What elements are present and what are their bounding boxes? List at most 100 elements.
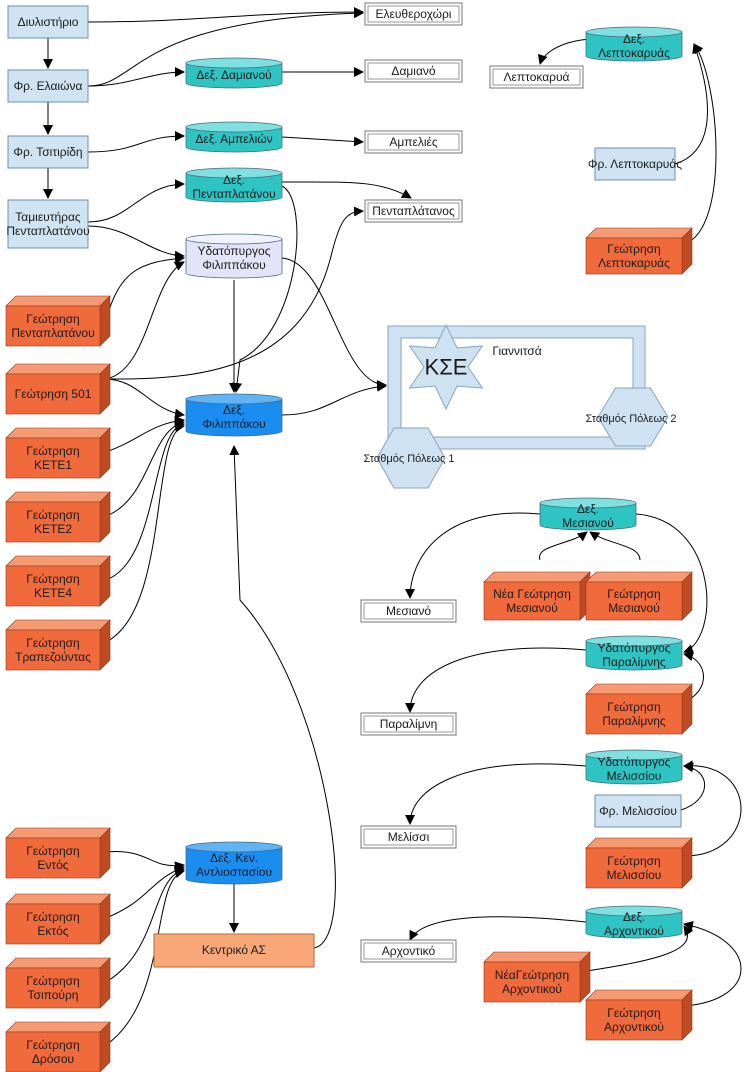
tank-mesianou-label: Μεσιανού [562,516,614,530]
source-elaiona-label: Φρ. Ελαιώνα [14,79,83,93]
dest-paralimni: Παραλίμνη [360,712,457,736]
dest-eleutherochori-label: Ελευθεροχώρι [376,7,452,21]
flow-arrow-44 [579,925,694,973]
flow-arrow-27 [105,867,185,983]
station-1-hexagon-icon [376,427,446,489]
dest-damiano: Δαμιανό [364,59,463,83]
flow-arrow-8 [87,131,185,153]
tower-paralimnis-label: Παραλίμνης [602,655,666,669]
source-tamieutiras-label: Ταμιευτήρας [15,210,81,224]
station-2-label: Σταθμός Πόλεως 2 [585,413,676,425]
source-melissi-fr: Φρ. Μελισσίου [594,794,682,828]
tank-pentaplatanou-label: Πενταπλατάνου [192,187,275,201]
tank-leptokaryas: Δεξ.Λεπτοκαρυάς [585,26,683,62]
source-tsitiridi-label: Φρ. Τσιτιρίδη [13,145,82,159]
tank-damianou-label: Δεξ. Δαμιανού [196,68,271,82]
well-pentaplatanou-label: Πενταπλατάνου [11,326,94,340]
flow-arrow-36 [589,531,641,561]
flow-arrow-32 [674,43,709,165]
flow-arrow-26 [105,865,185,919]
well-tsipouri-label: Γεώτρηση [26,974,79,988]
dest-eleutherochori: Ελευθεροχώρι [364,2,463,26]
tank-archontikou: Δεξ.Αρχοντικού [585,905,683,939]
flow-arrow-15 [281,257,387,390]
flow-arrow-21 [105,416,185,453]
flow-arrow-35 [539,531,588,561]
well-kete4-label: Γεώτρηση [26,572,79,586]
dest-paralimni-label: Παραλίμνη [380,717,438,731]
flow-arrow-19 [105,206,364,380]
tank-pentaplatanou-label: Δεξ. [223,173,245,187]
tower-melissiou-label: Μελισσίου [607,769,662,783]
well-kete1-label: ΚΕΤΕ1 [34,458,72,472]
well-paralimnis-label: Παραλίμνης [602,714,666,728]
flow-arrow-33 [683,43,717,245]
source-melissi-fr-label: Φρ. Μελισσίου [599,804,677,818]
well-kete1-label: Γεώτρηση [26,444,79,458]
source-elaiona: Φρ. Ελαιώνα [7,69,89,103]
flow-arrow-4 [87,7,364,23]
tower-melissiou-label: Υδατόπυργος [598,755,671,769]
source-lept-fr: Φρ. Λεπτοκαρυάς [588,147,682,181]
tank-mesianou: Δεξ.Μεσιανού [539,497,637,531]
flow-arrow-34 [405,512,541,599]
tank-antl: Δεξ. Κεν.Αντλιοστασίου [185,841,283,885]
well-kete4-label: ΚΕΤΕ4 [34,586,72,600]
dest-mesiano: Μεσιανό [360,599,457,623]
kse-label: ΚΣΕ [425,355,468,380]
well-kete2-label: Γεώτρηση [26,508,79,522]
tank-damianou: Δεξ. Δαμιανού [185,57,283,89]
well-mesianou-label: Μεσιανού [608,601,660,615]
tank-antl-label: Αντλιοστασίου [196,865,272,879]
tank-filippakou: Δεξ.Φιλιππάκου [185,393,283,437]
flow-arrow-30 [229,445,336,949]
well-501-label: Γεώτρηση 501 [15,387,92,401]
dest-damiano-label: Δαμιανό [391,64,435,78]
well-kete2-label: ΚΕΤΕ2 [34,522,72,536]
well-nea-archontikou-label: ΝέαΓεώτρηση [495,968,569,982]
tank-leptokaryas-label: Λεπτοκαρυάς [598,46,670,60]
flow-arrow-43 [409,916,587,941]
well-leptokaryas-label: Λεπτοκαρυάς [598,256,670,270]
flow-arrow-11 [281,181,412,199]
well-nea-mesianou-label: Νέα Γεώτρηση [493,587,571,601]
flow-arrow-9 [281,136,364,147]
flow-arrow-23 [105,420,185,581]
flow-arrow-40 [405,763,587,825]
dest-archontiko: Αρχοντικό [360,939,457,963]
flow-arrow-41 [680,762,706,811]
dest-melissi-label: Μελίσσι [388,830,430,844]
dest-ampelies: Αμπελιές [364,130,463,154]
central-pump-label: Κεντρικό ΑΣ [202,943,266,957]
well-ektos-label: Εκτός [37,924,68,938]
dest-leptokarya-label: Λεπτοκαρυά [503,70,569,84]
well-archontikou-label: Γεώτρηση [607,1006,660,1020]
tank-antl-label: Δεξ. Κεν. [210,851,258,865]
tank-filippakou-label: Δεξ. [223,403,245,417]
source-diulistirio: Διυλιστήριο [7,5,89,39]
kse-star-icon [408,323,484,411]
tank-leptokaryas-label: Δεξ. [623,32,645,46]
flow-arrow-38 [405,647,587,713]
flow-arrow-17 [105,253,185,321]
well-entos-label: Γεώτρηση [26,844,79,858]
tank-ampelion: Δεξ. Αμπελιών [185,121,283,153]
tower-filippakou-label: Φιλιππάκου [202,258,265,272]
source-lept-fr-label: Φρ. Λεπτοκαρυάς [588,157,682,171]
well-pentaplatanou-label: Γεώτρηση [26,312,79,326]
flow-arrow-22 [105,419,185,517]
